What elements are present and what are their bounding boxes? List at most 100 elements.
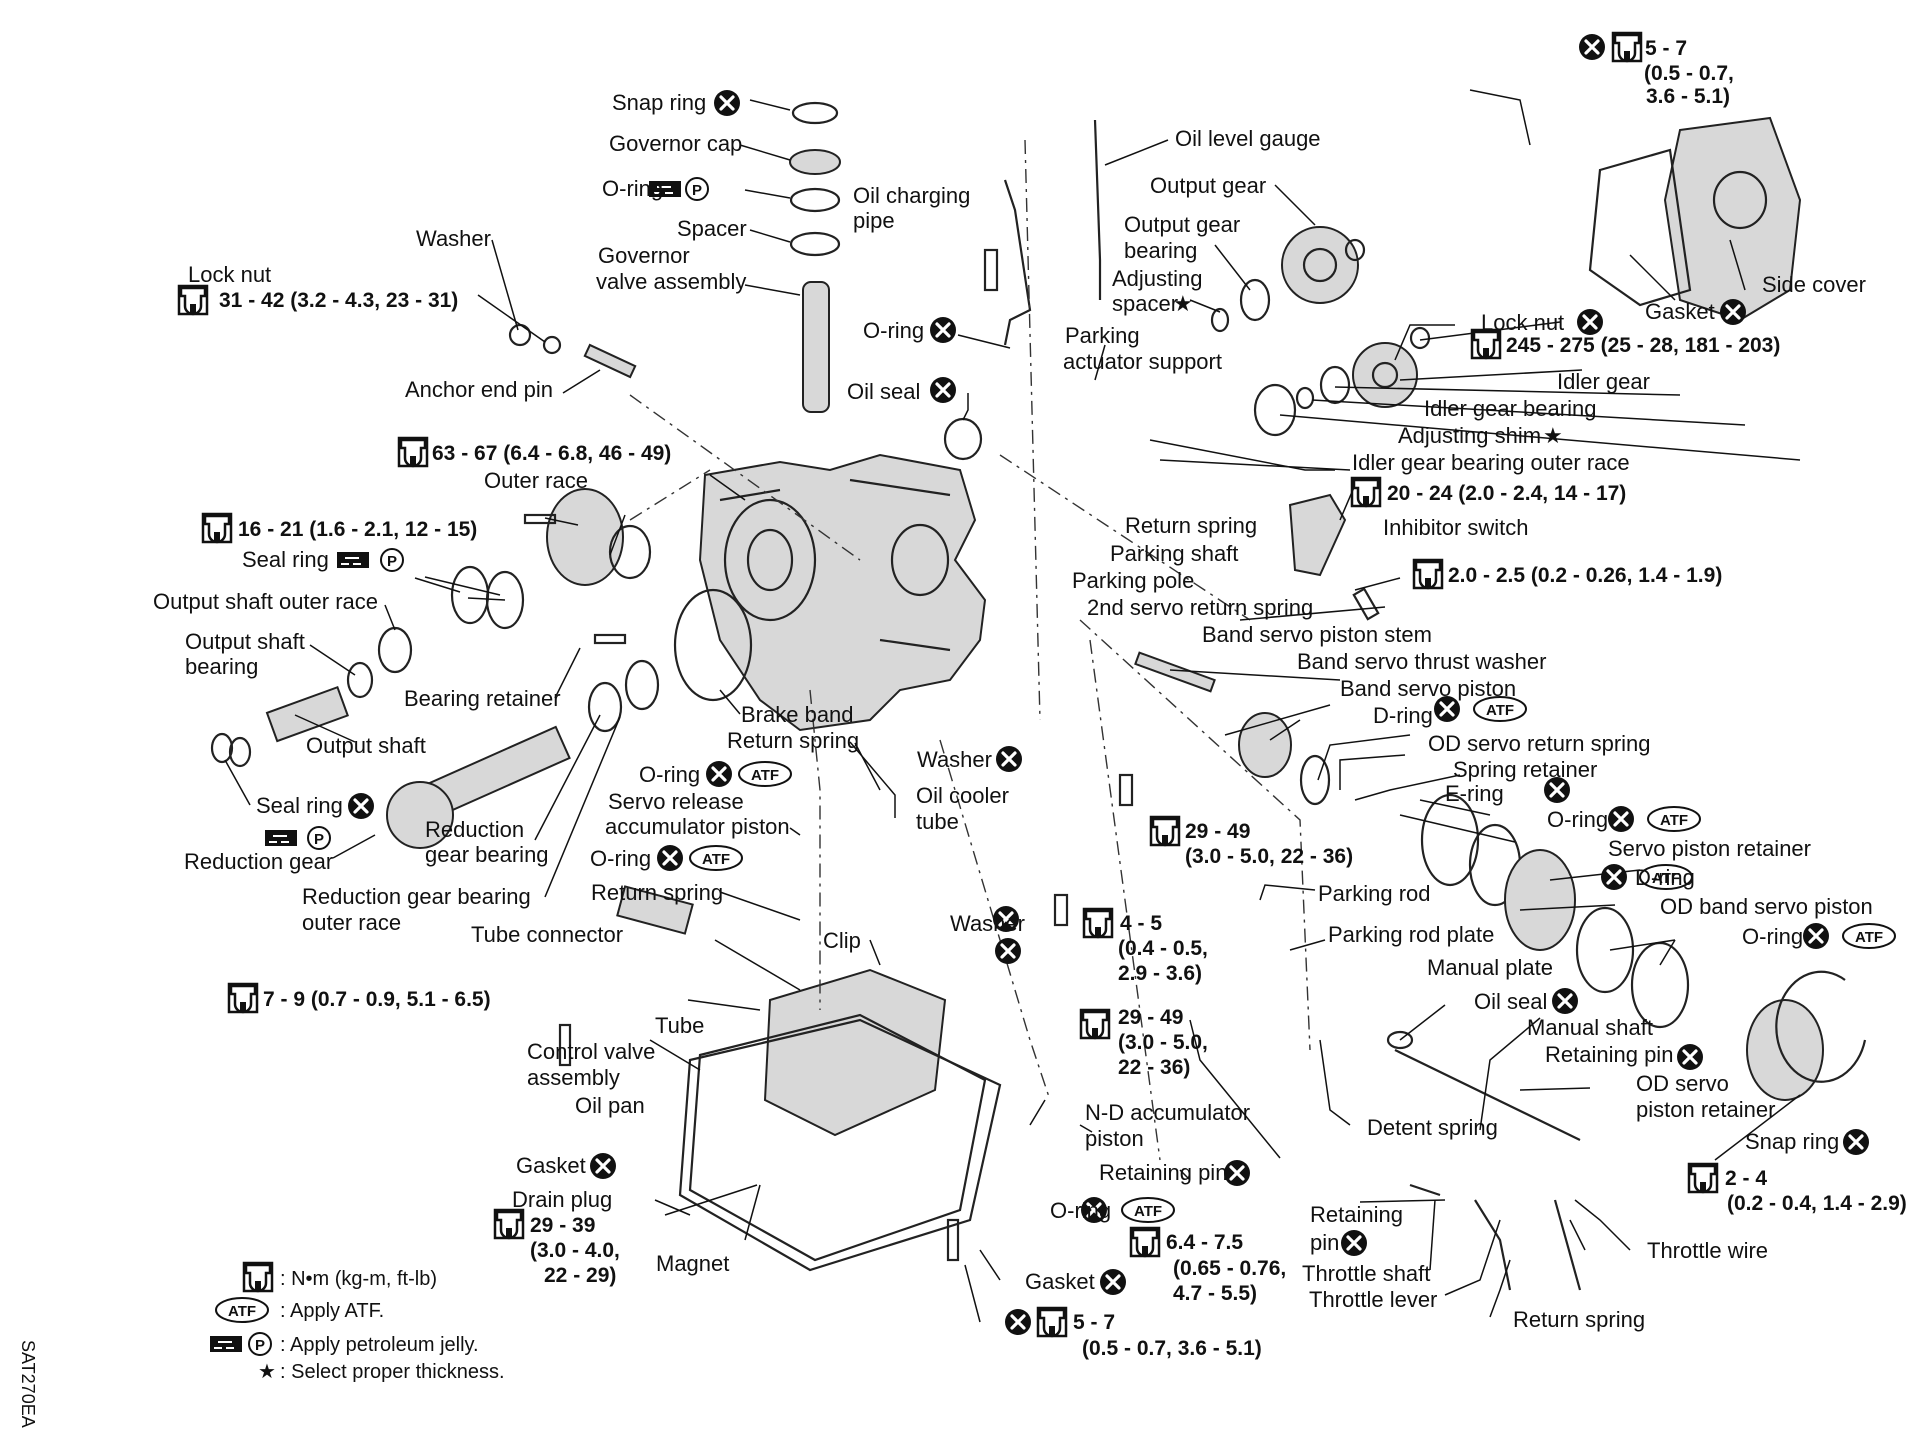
torque-wrench-icon bbox=[397, 436, 429, 468]
torque-wrench-icon bbox=[493, 1208, 525, 1240]
torque-2-2-5: 2.0 - 2.5 (0.2 - 0.26, 1.4 - 1.9) bbox=[1448, 564, 1722, 587]
atf-icon bbox=[1842, 923, 1896, 949]
torque-wrench-icon bbox=[1036, 1306, 1068, 1338]
label-oil-charging-2: pipe bbox=[853, 208, 895, 233]
torque-29-49-a: 29 - 49 bbox=[1185, 820, 1250, 843]
label-inhibitor-switch: Inhibitor switch bbox=[1383, 515, 1529, 540]
legend-torque-units: : N•m (kg-m, ft-lb) bbox=[280, 1268, 437, 1290]
replace-x-icon bbox=[1606, 804, 1636, 834]
petroleum-jelly-icon bbox=[264, 829, 298, 847]
label-washer-top: Washer bbox=[416, 226, 491, 251]
governor-valve-drawing bbox=[802, 281, 830, 413]
replace-x-icon bbox=[1577, 32, 1607, 62]
label-manual-plate: Manual plate bbox=[1427, 955, 1553, 980]
label-od-band-servo-piston: OD band servo piston bbox=[1660, 894, 1873, 919]
torque-wrench-icon bbox=[1082, 907, 1114, 939]
label-return-spring-mid: Return spring bbox=[727, 728, 859, 753]
select-star-icon-legend: ★ bbox=[258, 1361, 276, 1383]
label-return-spring-park: Return spring bbox=[1125, 513, 1257, 538]
petroleum-jelly-icon bbox=[209, 1335, 243, 1353]
parts-layer bbox=[210, 101, 1867, 1291]
select-star-icon-2: ★ bbox=[1543, 423, 1563, 448]
label-retaining-pin-right: Retaining pin bbox=[1545, 1042, 1673, 1067]
label-output-gear: Output gear bbox=[1150, 173, 1266, 198]
label-output-shaft: Output shaft bbox=[306, 733, 426, 758]
label-throttle-wire: Throttle wire bbox=[1647, 1238, 1768, 1263]
label-reduction-outer-race: Reduction gear bearing bbox=[302, 884, 531, 909]
label-o-ring-low: O-ring bbox=[1050, 1198, 1111, 1223]
label-washer-mid: Washer bbox=[917, 747, 992, 772]
label-oil-charging: Oil charging bbox=[853, 183, 970, 208]
torque-5-7-top-2: (0.5 - 0.7, bbox=[1644, 62, 1734, 85]
label-servo-piston-retainer: Servo piston retainer bbox=[1608, 836, 1811, 861]
torque-245-275: 245 - 275 (25 - 28, 181 - 203) bbox=[1506, 334, 1780, 357]
label-washer-low: Washer bbox=[950, 911, 1025, 936]
petroleum-p-icon bbox=[307, 826, 331, 850]
label-band-servo-piston: Band servo piston bbox=[1340, 676, 1516, 701]
label-clip: Clip bbox=[823, 928, 861, 953]
output-gear-drawing bbox=[1281, 226, 1359, 304]
torque-5-7-top-3: 3.6 - 5.1) bbox=[1646, 85, 1730, 108]
replace-x-icon bbox=[588, 1151, 618, 1181]
torque-63-67: 63 - 67 (6.4 - 6.8, 46 - 49) bbox=[432, 442, 671, 465]
label-band-servo-washer: Band servo thrust washer bbox=[1297, 649, 1546, 674]
oil-level-gauge-drawing bbox=[1093, 119, 1102, 300]
torque-wrench-icon bbox=[201, 512, 233, 544]
label-output-shaft-outer-race: Output shaft outer race bbox=[153, 589, 378, 614]
label-od-servo-retainer-2: piston retainer bbox=[1636, 1097, 1775, 1122]
label-throttle-shaft: Throttle shaft bbox=[1302, 1261, 1430, 1286]
label-drain-plug: Drain plug bbox=[512, 1187, 612, 1212]
torque-29-39: 29 - 39 bbox=[530, 1214, 595, 1237]
label-adjusting-spacer-2: spacer bbox=[1112, 291, 1178, 316]
label-reduction-outer-race-2: outer race bbox=[302, 910, 401, 935]
idler-gear-drawing bbox=[1352, 342, 1418, 408]
label-o-ring-servo-release: O-ring bbox=[639, 762, 700, 787]
labels: Snap ring Governor cap O-ring Spacer Gov… bbox=[153, 37, 1907, 1360]
oil-pan-drawing bbox=[688, 1013, 987, 1262]
torque-5-7-bottom: 5 - 7 bbox=[1073, 1311, 1115, 1334]
label-parking-pole: Parking pole bbox=[1072, 568, 1194, 593]
side-cover-drawing bbox=[1663, 116, 1802, 322]
label-gasket-mid: Gasket bbox=[516, 1153, 586, 1178]
torque-29-39-3: 22 - 29) bbox=[544, 1264, 616, 1287]
atf-icon bbox=[738, 761, 792, 787]
torque-4-5: 4 - 5 bbox=[1120, 912, 1162, 935]
label-retaining-pin-mid: Retaining pin bbox=[1099, 1160, 1227, 1185]
label-band-servo-stem: Band servo piston stem bbox=[1202, 622, 1432, 647]
torque-wrench-icon bbox=[1079, 1008, 1111, 1040]
side-gasket-drawing bbox=[1588, 148, 1692, 307]
replace-x-icon bbox=[1599, 862, 1629, 892]
label-d-ring-2: D-ring bbox=[1635, 865, 1695, 890]
label-idler-gear-bearing: Idler gear bearing bbox=[1424, 396, 1596, 421]
petroleum-p-icon bbox=[248, 1332, 272, 1356]
torque-16-21: 16 - 21 (1.6 - 2.1, 12 - 15) bbox=[238, 518, 477, 541]
label-parking-actuator-2: actuator support bbox=[1063, 349, 1222, 374]
label-od-servo-return-spring: OD servo return spring bbox=[1428, 731, 1651, 756]
label-output-shaft-bearing-2: bearing bbox=[185, 654, 258, 679]
legend-apply-atf: : Apply ATF. bbox=[280, 1300, 384, 1322]
label-oil-seal-low: Oil seal bbox=[1474, 989, 1547, 1014]
label-anchor-end-pin: Anchor end pin bbox=[405, 377, 553, 402]
replace-x-icon bbox=[928, 375, 958, 405]
label-gasket-bottom: Gasket bbox=[1025, 1269, 1095, 1294]
torque-5-7-bottom-2: (0.5 - 0.7, 3.6 - 5.1) bbox=[1082, 1337, 1262, 1360]
label-lock-nut-left: Lock nut bbox=[188, 262, 271, 287]
torque-wrench-icon bbox=[227, 982, 259, 1014]
legend-apply-jelly: : Apply petroleum jelly. bbox=[280, 1334, 479, 1356]
label-throttle-lever: Throttle lever bbox=[1309, 1287, 1437, 1312]
label-nd-accum-2: piston bbox=[1085, 1126, 1144, 1151]
torque-29-49-b-3: 22 - 36) bbox=[1118, 1056, 1190, 1079]
label-seal-ring-bottom: Seal ring bbox=[256, 793, 343, 818]
torque-wrench-icon bbox=[1129, 1226, 1161, 1258]
torque-wrench-icon bbox=[1687, 1162, 1719, 1194]
label-governor-valve: Governor bbox=[598, 243, 690, 268]
label-od-servo-retainer: OD servo bbox=[1636, 1071, 1729, 1096]
label-governor-cap: Governor cap bbox=[609, 131, 742, 156]
torque-2-4-2: (0.2 - 0.4, 1.4 - 2.9) bbox=[1727, 1192, 1907, 1215]
replace-x-icon bbox=[655, 843, 685, 873]
label-tube: Tube bbox=[655, 1013, 704, 1038]
label-idler-outer-race: Idler gear bearing outer race bbox=[1352, 450, 1630, 475]
atf-icon bbox=[689, 845, 743, 871]
figure-code: SAT270EA bbox=[18, 1340, 38, 1428]
transaxle-case bbox=[698, 453, 987, 732]
